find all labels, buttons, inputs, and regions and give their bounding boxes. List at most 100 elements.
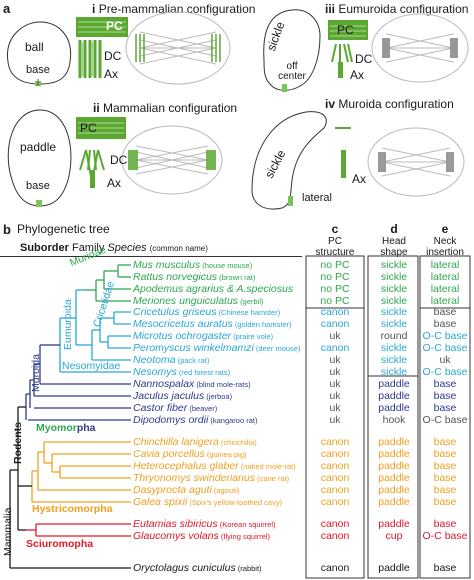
pc-structure-cell: canon	[320, 306, 350, 318]
neck-insertion-cell: base	[433, 318, 457, 330]
species-common: (jerboa)	[204, 392, 233, 401]
species-common: (rabbit)	[235, 564, 262, 573]
head-shape-cell: paddle	[378, 472, 410, 484]
species-latin: Rattus norvegicus	[133, 271, 218, 283]
species-name: Castor fiber (beaver)	[133, 402, 217, 414]
species-common: (blind mole-rats)	[194, 380, 251, 389]
pc-structure-cell: no PC	[320, 271, 350, 283]
head-shape-cell: paddle	[378, 496, 410, 508]
species-latin: Apodemus agrarius & A.speciosus	[133, 283, 294, 295]
panel-a-letter: a	[3, 1, 11, 16]
species-latin: Chinchilla lanigera	[133, 436, 219, 448]
species-latin: Jaculus jaculus	[133, 390, 205, 402]
config-iii-dc-label: DC	[355, 52, 373, 66]
config-i-pc-label: PC	[106, 19, 123, 33]
species-name: Nannospalax (blind mole-rats)	[133, 378, 251, 390]
head-shape-cell: round	[380, 330, 408, 342]
config-iv-ax-label: Ax	[352, 172, 367, 186]
species-name: Thryonomys swinderianus (cane rat)	[133, 472, 289, 484]
species-common: (deer mouse)	[253, 344, 301, 353]
species-common: (naked mole-rat)	[238, 462, 296, 471]
species-common: (agouti)	[211, 486, 240, 495]
header-family: Family	[71, 242, 105, 254]
col-e-letter: e	[441, 222, 449, 236]
table-row: Peromyscus winkelmamzi (deer mouse)canon…	[0, 342, 474, 355]
config-iv-spindle-poles	[378, 152, 454, 172]
species-name: Meriones unguiculatus (gerbil)	[133, 295, 264, 307]
species-latin: Microtus ochrogaster	[133, 330, 232, 342]
branches-hystricomorpha	[31, 441, 131, 503]
pc-structure-cell: canon	[320, 436, 350, 448]
config-ii-pc-label: PC	[80, 121, 97, 135]
pc-structure-cell: canon	[320, 518, 350, 530]
species-name: Cavia porcellus (guinea pig)	[133, 448, 247, 460]
config-iii-neck-label: off center	[278, 61, 306, 82]
header-rule	[0, 256, 302, 257]
pc-structure-cell: uk	[329, 366, 341, 378]
head-shape-cell: sickle	[380, 259, 408, 271]
pc-structure-cell: uk	[329, 390, 341, 402]
species-common: (Chinese hamster)	[216, 308, 281, 317]
species-latin: Castor fiber	[133, 402, 188, 414]
species-common: (kangaroo rat)	[208, 416, 258, 425]
clade-hystricomorpha: Hystricomorpha	[32, 503, 113, 515]
neck-insertion-cell: O-C base	[422, 414, 468, 426]
neck-insertion-cell: uk	[439, 354, 451, 366]
panel-b-letter: b	[3, 222, 11, 237]
species-latin: Meriones unguiculatus	[133, 295, 239, 307]
clade-sciuromorpha: Sciuromopha	[26, 538, 94, 550]
species-name: Dipodomys ordii (kangaroo rat)	[133, 414, 257, 426]
species-latin: Cavia porcellus	[133, 448, 205, 460]
species-common: (Spix's yellow-toothed cavy)	[187, 498, 283, 507]
species-latin: Mus musculus	[133, 259, 201, 271]
config-iii-head-outline	[263, 9, 321, 92]
config-iv-spindle	[367, 127, 465, 197]
species-latin: Neotoma	[133, 354, 176, 366]
species-name: Nesomys (red forest rats)	[133, 366, 230, 378]
config-ii-head-outline	[7, 109, 72, 207]
species-latin: Eutamias sibiricus	[133, 518, 218, 530]
config-i-dc-label: DC	[104, 49, 122, 63]
species-common: (cane rat)	[254, 474, 290, 483]
neck-insertion-cell: O-C base	[422, 530, 468, 542]
species-latin: Nesomys	[133, 366, 177, 378]
config-i-spindle-poles	[135, 34, 221, 62]
species-name: Glaucomys volans (flying squirrel)	[133, 530, 270, 542]
pc-structure-cell: no PC	[320, 283, 350, 295]
head-shape-cell: paddle	[378, 484, 410, 496]
neck-insertion-cell: base	[433, 562, 457, 574]
species-common: (red forest rats)	[176, 368, 231, 377]
header-suborder: Suborder	[20, 242, 69, 254]
config-i-structure	[76, 17, 128, 78]
species-latin: Thryonomys swinderianus	[133, 472, 255, 484]
species-latin: Galea spixii	[133, 496, 188, 508]
pc-structure-cell: canon	[320, 472, 350, 484]
branches-base	[9, 406, 131, 569]
head-shape-cell: sickle	[380, 271, 408, 283]
pc-structure-cell: canon	[320, 342, 350, 354]
species-common: (house mouse)	[200, 261, 253, 270]
config-i-spindle	[125, 11, 231, 85]
pc-structure-cell: no PC	[320, 259, 350, 271]
species-name: Cricetulus griseus (Chinese hamster)	[133, 306, 280, 318]
config-iv-title: iv Muroida configuration	[325, 97, 454, 111]
head-shape-cell: paddle	[378, 562, 410, 574]
species-common: (gerbil)	[238, 297, 264, 306]
config-i-head-label: ball	[25, 40, 44, 54]
pc-structure-cell: no PC	[320, 295, 350, 307]
neck-insertion-cell: base	[433, 390, 457, 402]
pc-structure-cell: canon	[320, 318, 350, 330]
species-latin: Dasyprocta aguti	[133, 484, 212, 496]
config-i-head-outline	[7, 21, 72, 86]
species-common: (guinea pig)	[204, 450, 247, 459]
branches-cricetidae	[59, 289, 131, 373]
head-shape-cell: sickle	[380, 342, 408, 354]
